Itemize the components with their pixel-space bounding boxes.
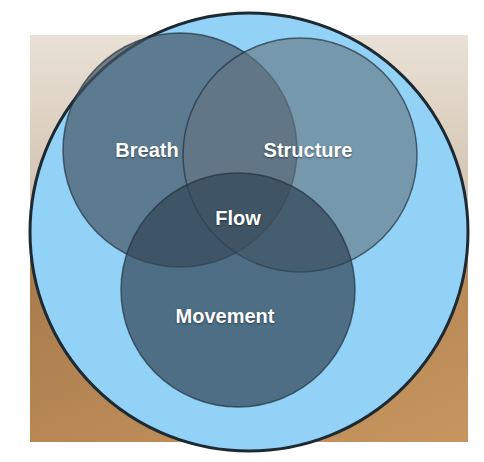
circle-label: Structure: [264, 139, 353, 162]
circle-shape: [121, 173, 355, 407]
outer-circle: [30, 13, 468, 451]
circle-label: Breath: [115, 139, 178, 162]
intersection-label: Flow: [215, 207, 261, 230]
circle-label: Movement: [176, 305, 275, 328]
